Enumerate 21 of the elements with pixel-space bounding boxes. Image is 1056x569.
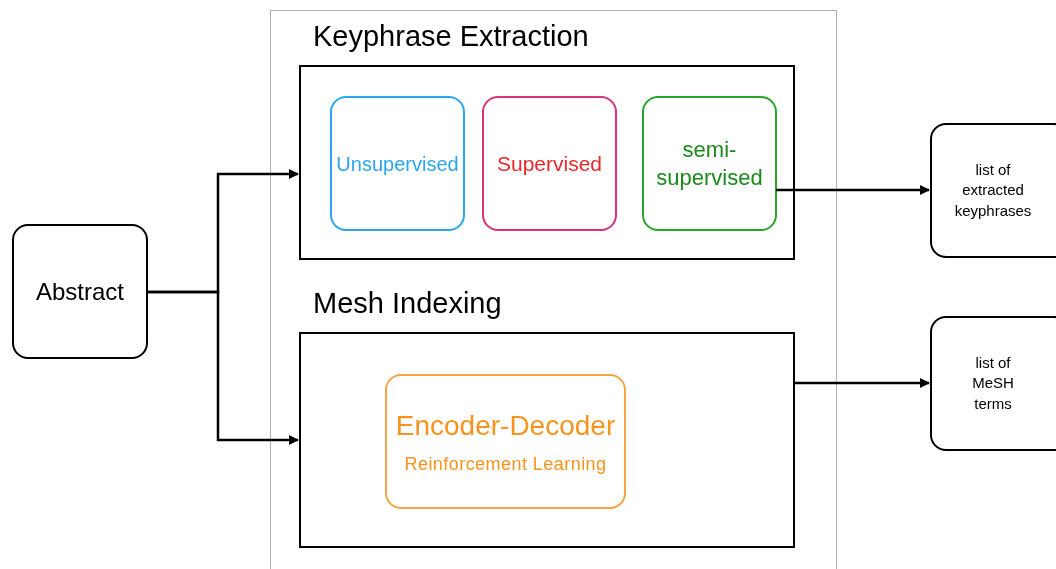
- arrow: [148, 290, 299, 445]
- input-box: [12, 224, 148, 359]
- box-label: Supervised: [496, 150, 603, 177]
- section-heading: Mesh Indexing: [313, 286, 502, 321]
- box-label: list of extracted keyphrases: [953, 159, 1033, 221]
- box-sublabel: Reinforcement Learning: [404, 453, 607, 476]
- panel-frame: [270, 10, 837, 569]
- arrow: [795, 378, 930, 388]
- box-label: list of MeSH terms: [971, 352, 1015, 414]
- method-box: [330, 96, 465, 231]
- model-box: [385, 374, 626, 509]
- output-box: [930, 316, 1056, 451]
- box-label: Unsupervised: [336, 151, 459, 177]
- arrow: [776, 185, 930, 195]
- method-box: [642, 96, 777, 231]
- method-box: [482, 96, 617, 231]
- output-box: [930, 123, 1056, 258]
- box-label: Encoder-Decoder: [395, 409, 616, 443]
- section-heading: Keyphrase Extraction: [313, 19, 589, 54]
- box-label: semi-supervised: [655, 136, 764, 191]
- box-label: Abstract: [36, 276, 124, 307]
